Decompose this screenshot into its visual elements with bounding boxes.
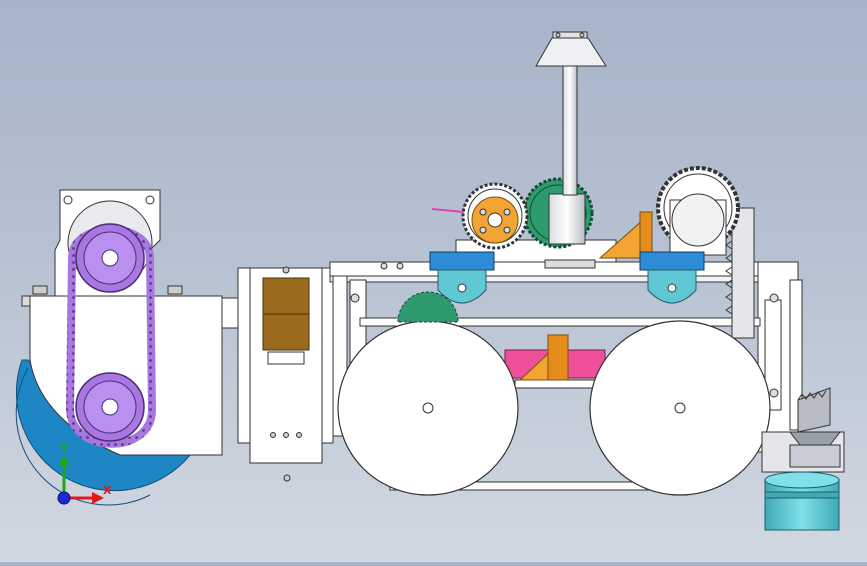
y-axis-label: Y (59, 442, 69, 455)
wheel-icon (337, 320, 771, 496)
bevel-gear-icon (788, 387, 842, 446)
sensor-cone (535, 37, 607, 67)
x-axis-label: X (103, 484, 112, 497)
battery-upper (262, 277, 310, 315)
gear-icon (461, 182, 529, 250)
battery-module (237, 266, 334, 482)
gear-rack (731, 207, 755, 339)
left-drive-module (15, 189, 249, 506)
right-drive-module (761, 387, 845, 531)
sprocket-icon (75, 223, 145, 442)
gear-icon (397, 291, 459, 323)
gear-icon (656, 166, 740, 256)
coordinate-triad: Y X (57, 442, 112, 505)
bearing-blocks (397, 251, 705, 323)
battery-lower (262, 313, 310, 351)
top-gear-assembly (431, 31, 740, 269)
screw-icon (21, 285, 183, 307)
center-column (548, 193, 586, 245)
z-axis (57, 491, 71, 505)
pink-plate-assembly (504, 333, 606, 389)
teal-drum (764, 471, 840, 531)
